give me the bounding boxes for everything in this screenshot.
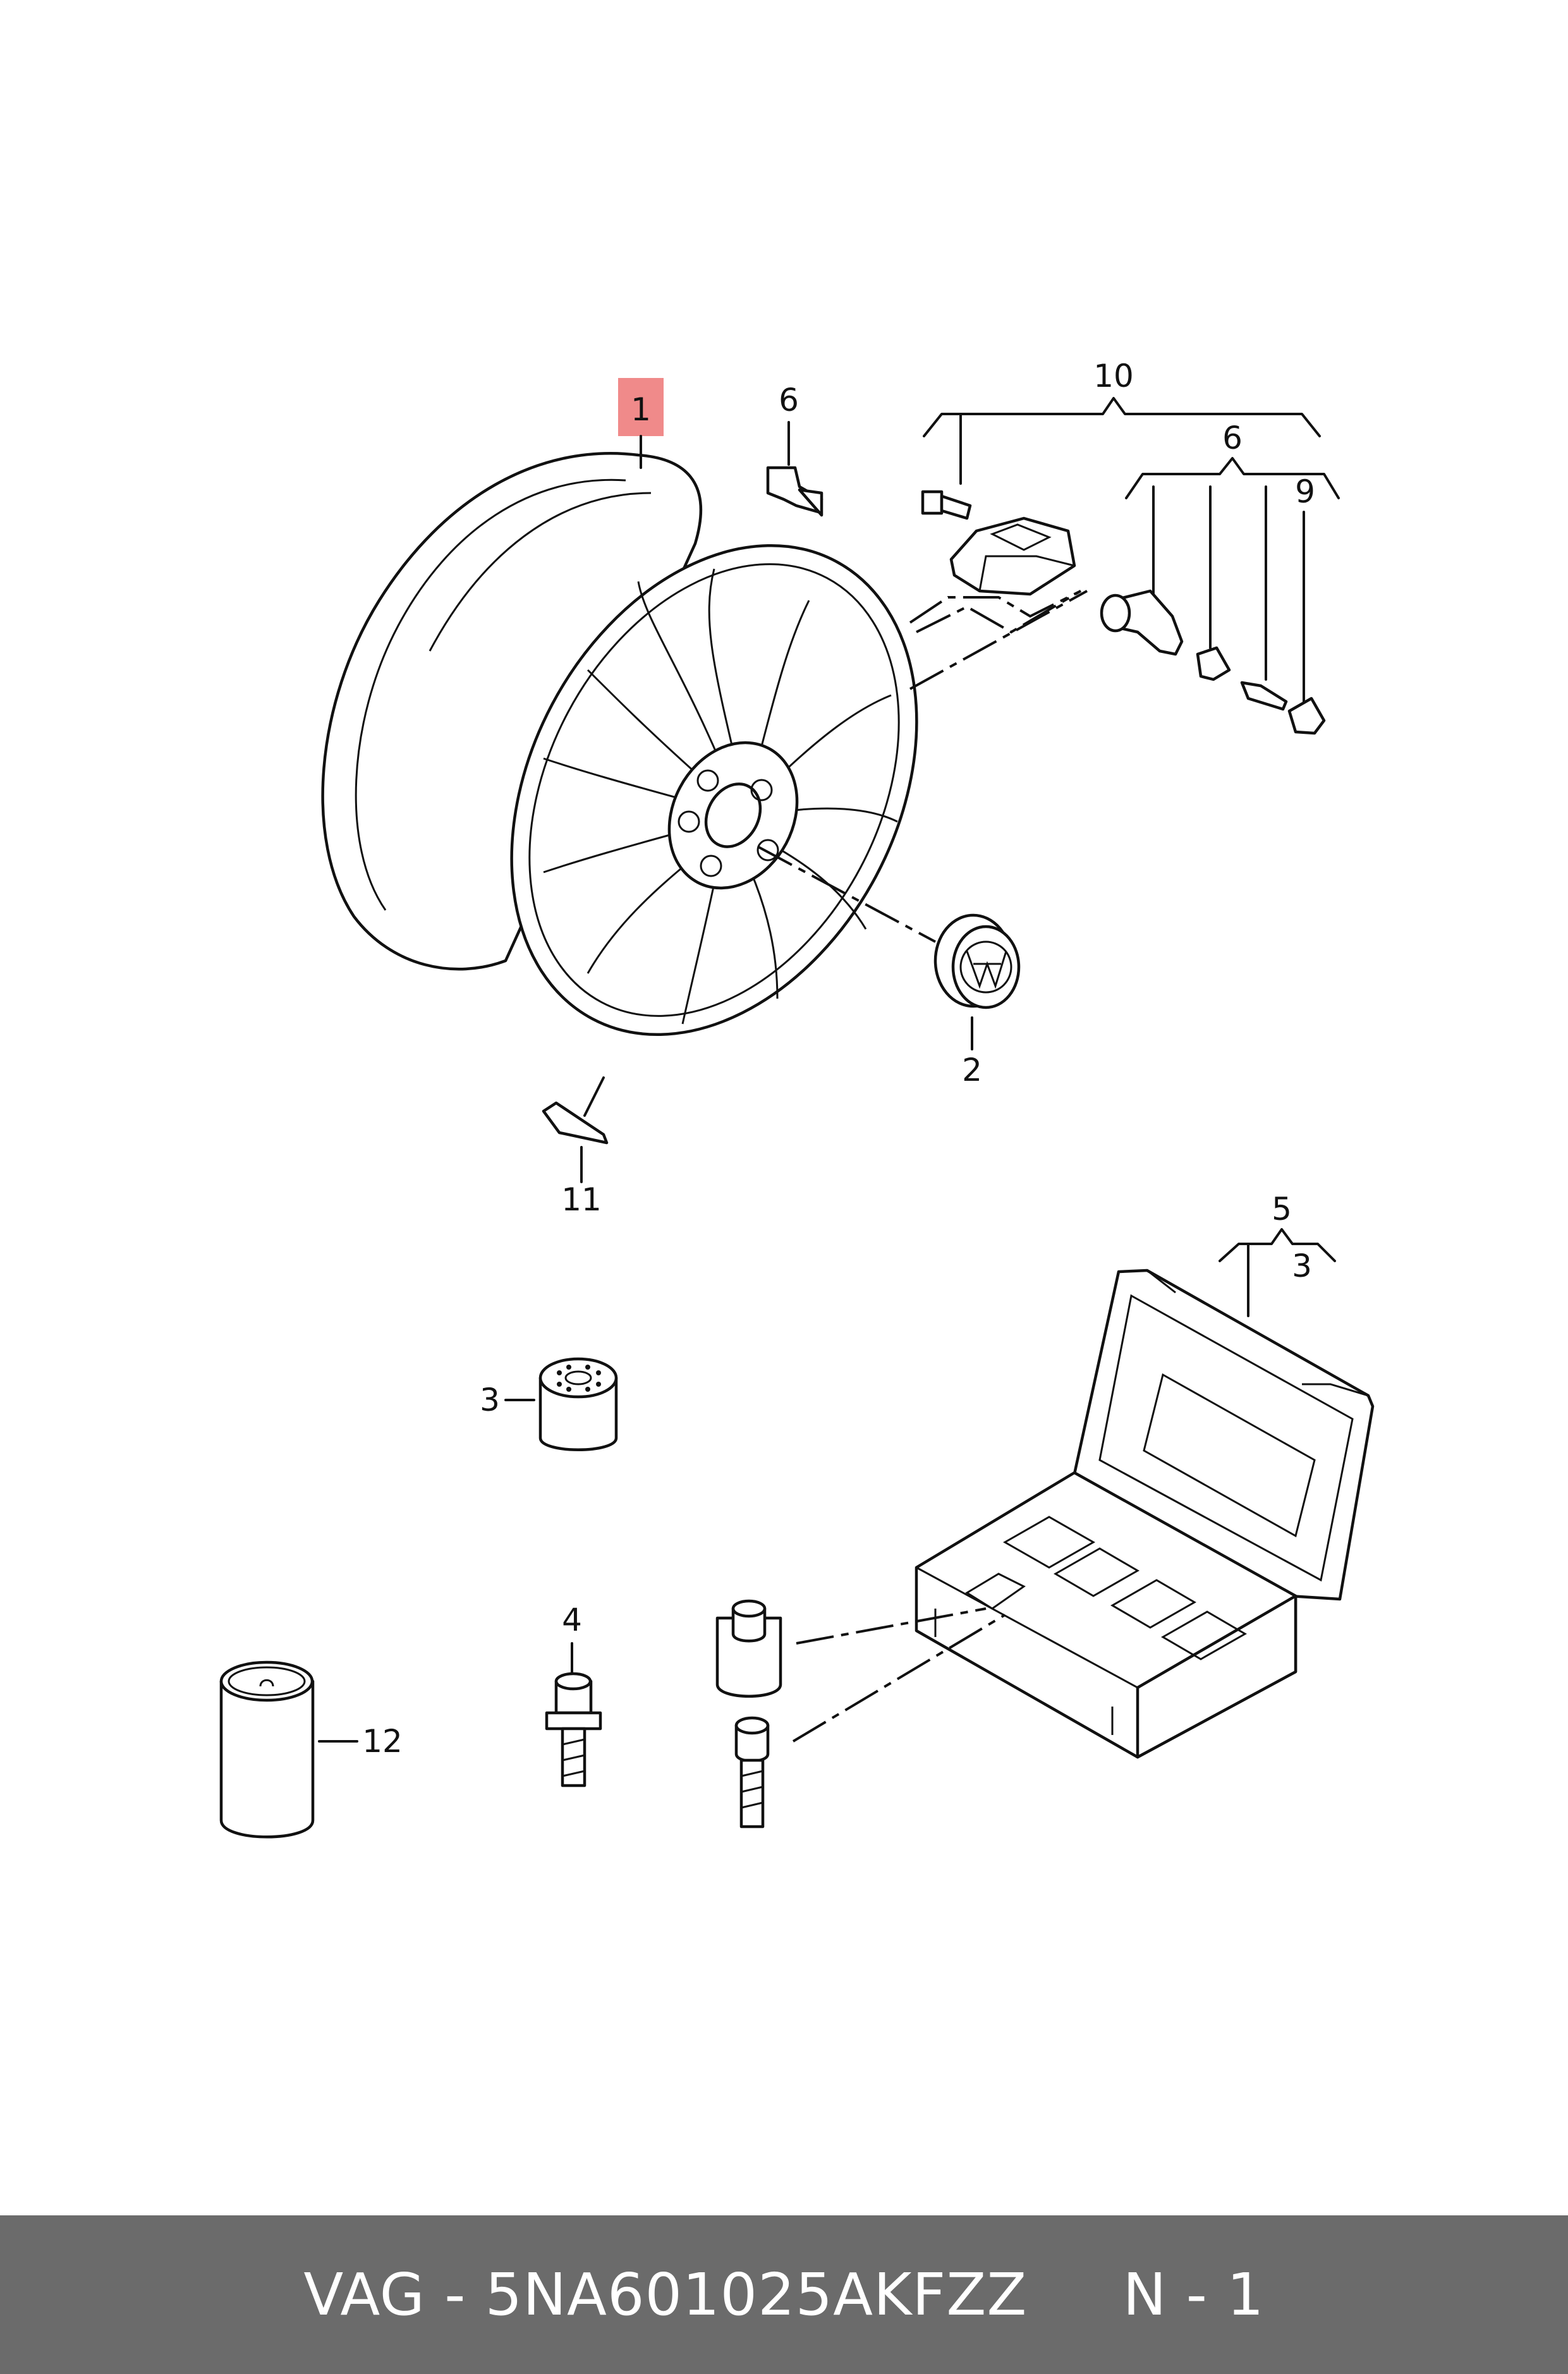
footer-part-number: 5NA601025AKFZZ (485, 2261, 1028, 2328)
alloy-wheel (321, 452, 918, 1037)
tpms-valve (1100, 589, 1184, 656)
callout-11: 11 (561, 1181, 602, 1218)
valve-cap (1287, 697, 1326, 735)
wheel-bolt (545, 1672, 602, 1787)
valve-nut (1196, 646, 1231, 681)
callout-12: 12 (362, 1723, 403, 1760)
footer-brand: VAG (303, 2261, 425, 2328)
callout-9: 9 (1295, 473, 1315, 510)
footer-sheet: N - 1 (1122, 2261, 1265, 2328)
callout-5: 5 (1272, 1191, 1292, 1227)
footer-separator: - (425, 2261, 485, 2328)
callout-10: 10 (1093, 358, 1134, 394)
valve-stem (766, 466, 824, 517)
tpms-sensor (949, 516, 1076, 596)
lock-adapter (538, 1357, 618, 1451)
lock-bolt-head (715, 1599, 782, 1698)
valve-core (1240, 681, 1288, 711)
footer-gap (1027, 2261, 1122, 2328)
footer-bar: VAG - 5NA601025AKFZZ N - 1 (0, 2215, 1568, 2374)
callout-6-right: 6 (1222, 420, 1243, 456)
callout-1: 1 (631, 391, 651, 428)
balance-weight (542, 1101, 609, 1145)
vw-hub-cap (933, 913, 1021, 1009)
paint-can (219, 1660, 315, 1839)
callout-3-left: 3 (480, 1382, 500, 1418)
footer-label: VAG - 5NA601025AKFZZ N - 1 (303, 2261, 1264, 2328)
callout-3-right: 3 (1292, 1248, 1312, 1284)
callout-2: 2 (962, 1052, 982, 1088)
lock-bolt (734, 1716, 770, 1829)
tpms-screw (921, 490, 972, 520)
callout-1-highlight (618, 378, 664, 436)
callout-4: 4 (562, 1602, 582, 1638)
callout-6-top: 6 (779, 382, 799, 418)
lock-bolt-case (915, 1269, 1375, 1759)
parts-diagram: 1 6 10 6 9 (219, 358, 1375, 1839)
